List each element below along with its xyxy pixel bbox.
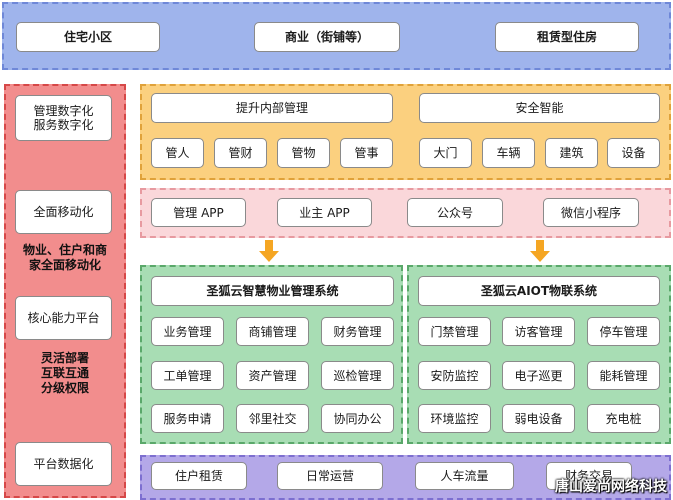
left-text-core: 灵活部署 互联互通 分级权限	[8, 351, 122, 396]
aiot-module[interactable]: 弱电设备	[502, 404, 575, 433]
orange-item[interactable]: 管物	[277, 138, 330, 168]
app-item[interactable]: 管理 APP	[151, 198, 246, 227]
left-item-line1: 管理数字化	[33, 104, 94, 118]
property-module[interactable]: 业务管理	[151, 317, 224, 346]
property-module[interactable]: 邻里社交	[236, 404, 309, 433]
left-item-mobile[interactable]: 全面移动化	[15, 190, 112, 234]
title-aiot-system[interactable]: 圣狐云AIOT物联系统	[418, 276, 660, 306]
left-text-line: 分级权限	[40, 381, 89, 395]
aiot-module[interactable]: 环境监控	[418, 404, 491, 433]
orange-item[interactable]: 管财	[214, 138, 267, 168]
app-item[interactable]: 微信小程序	[543, 198, 639, 227]
watermark-text: 唐山爱尚网络科技	[555, 479, 667, 495]
aiot-module[interactable]: 充电桩	[587, 404, 660, 433]
left-item-line2: 服务数字化	[33, 118, 94, 132]
orange-item[interactable]: 车辆	[482, 138, 535, 168]
property-module[interactable]: 财务管理	[321, 317, 394, 346]
property-module[interactable]: 商铺管理	[236, 317, 309, 346]
aiot-module[interactable]: 停车管理	[587, 317, 660, 346]
top-item-residential[interactable]: 住宅小区	[16, 22, 160, 52]
app-item[interactable]: 业主 APP	[277, 198, 372, 227]
app-item[interactable]: 公众号	[407, 198, 503, 227]
top-item-rental[interactable]: 租赁型住房	[495, 22, 639, 52]
title-internal-management[interactable]: 提升内部管理	[151, 93, 393, 123]
property-module[interactable]: 巡检管理	[321, 361, 394, 390]
down-arrow-icon	[259, 240, 279, 262]
orange-item[interactable]: 建筑	[545, 138, 598, 168]
left-item-data-platform[interactable]: 平台数据化	[15, 442, 112, 486]
orange-item[interactable]: 管人	[151, 138, 204, 168]
left-item-core-platform[interactable]: 核心能力平台	[15, 296, 112, 340]
property-module[interactable]: 服务申请	[151, 404, 224, 433]
orange-item[interactable]: 管事	[340, 138, 393, 168]
left-text-mobile: 物业、住户和商 家全面移动化	[8, 243, 122, 273]
left-text-line: 互联互通	[40, 366, 89, 380]
aiot-module[interactable]: 门禁管理	[418, 317, 491, 346]
left-panel	[4, 84, 126, 498]
left-item-digital-management[interactable]: 管理数字化 服务数字化	[15, 95, 112, 141]
title-security-smart[interactable]: 安全智能	[419, 93, 660, 123]
aiot-module[interactable]: 安防监控	[418, 361, 491, 390]
down-arrow-icon	[530, 240, 550, 262]
aiot-module[interactable]: 能耗管理	[587, 361, 660, 390]
property-module[interactable]: 资产管理	[236, 361, 309, 390]
property-module[interactable]: 工单管理	[151, 361, 224, 390]
bottom-item[interactable]: 日常运营	[277, 462, 383, 490]
left-text-line: 灵活部署	[40, 351, 89, 365]
bottom-item[interactable]: 人车流量	[415, 462, 514, 490]
title-property-system[interactable]: 圣狐云智慧物业管理系统	[151, 276, 394, 306]
orange-item[interactable]: 大门	[419, 138, 472, 168]
left-text-line1: 物业、住户和商	[22, 243, 107, 257]
orange-item[interactable]: 设备	[607, 138, 660, 168]
aiot-module[interactable]: 访客管理	[502, 317, 575, 346]
top-item-commercial[interactable]: 商业（街铺等）	[254, 22, 400, 52]
bottom-item[interactable]: 住户租赁	[151, 462, 247, 490]
aiot-module[interactable]: 电子巡更	[502, 361, 575, 390]
property-module[interactable]: 协同办公	[321, 404, 394, 433]
left-text-line2: 家全面移动化	[28, 258, 101, 272]
bottom-item[interactable]: 财务交易	[546, 462, 632, 490]
